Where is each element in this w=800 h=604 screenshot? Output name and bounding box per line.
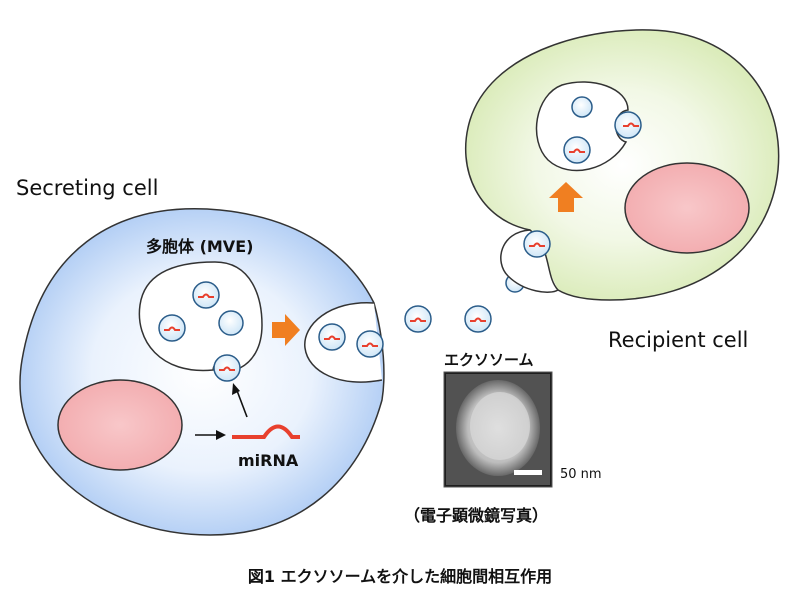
figure-caption: 図1 エクソソームを介した細胞間相互作用 — [248, 567, 552, 586]
scale-bar-label: 50 nm — [560, 467, 602, 482]
recipient-endocytic-pocket — [500, 229, 560, 293]
uptake-arrow — [549, 182, 583, 212]
endosome-body — [535, 81, 629, 172]
arrowhead — [216, 430, 226, 440]
scale-bar — [514, 470, 542, 475]
endosome-vesicle-1 — [571, 96, 593, 118]
arrowhead — [232, 383, 240, 395]
mve-to-membrane-arrow — [272, 314, 300, 346]
recipient-cell — [465, 29, 780, 301]
electron-micrograph — [443, 371, 553, 488]
exosome-particle-core — [470, 392, 530, 460]
secreting-nucleus — [57, 379, 183, 471]
secreting-cell-label: Secreting cell — [16, 176, 158, 200]
recipient-cell-label: Recipient cell — [608, 328, 748, 352]
mve-label: 多胞体 (MVE) — [146, 237, 253, 256]
mirna-molecule — [232, 424, 300, 439]
exosome-label: エクソソーム — [444, 351, 534, 369]
released-exosomes — [404, 273, 525, 333]
mirna-to-mve-arrow — [235, 387, 248, 418]
secreting-cell — [19, 208, 385, 536]
micrograph-note: （電子顕微鏡写真） — [404, 506, 548, 525]
mve-body — [138, 261, 263, 372]
mve-vesicle-3 — [218, 310, 244, 336]
recipient-nucleus — [624, 162, 750, 254]
mirna-label: miRNA — [238, 451, 299, 470]
